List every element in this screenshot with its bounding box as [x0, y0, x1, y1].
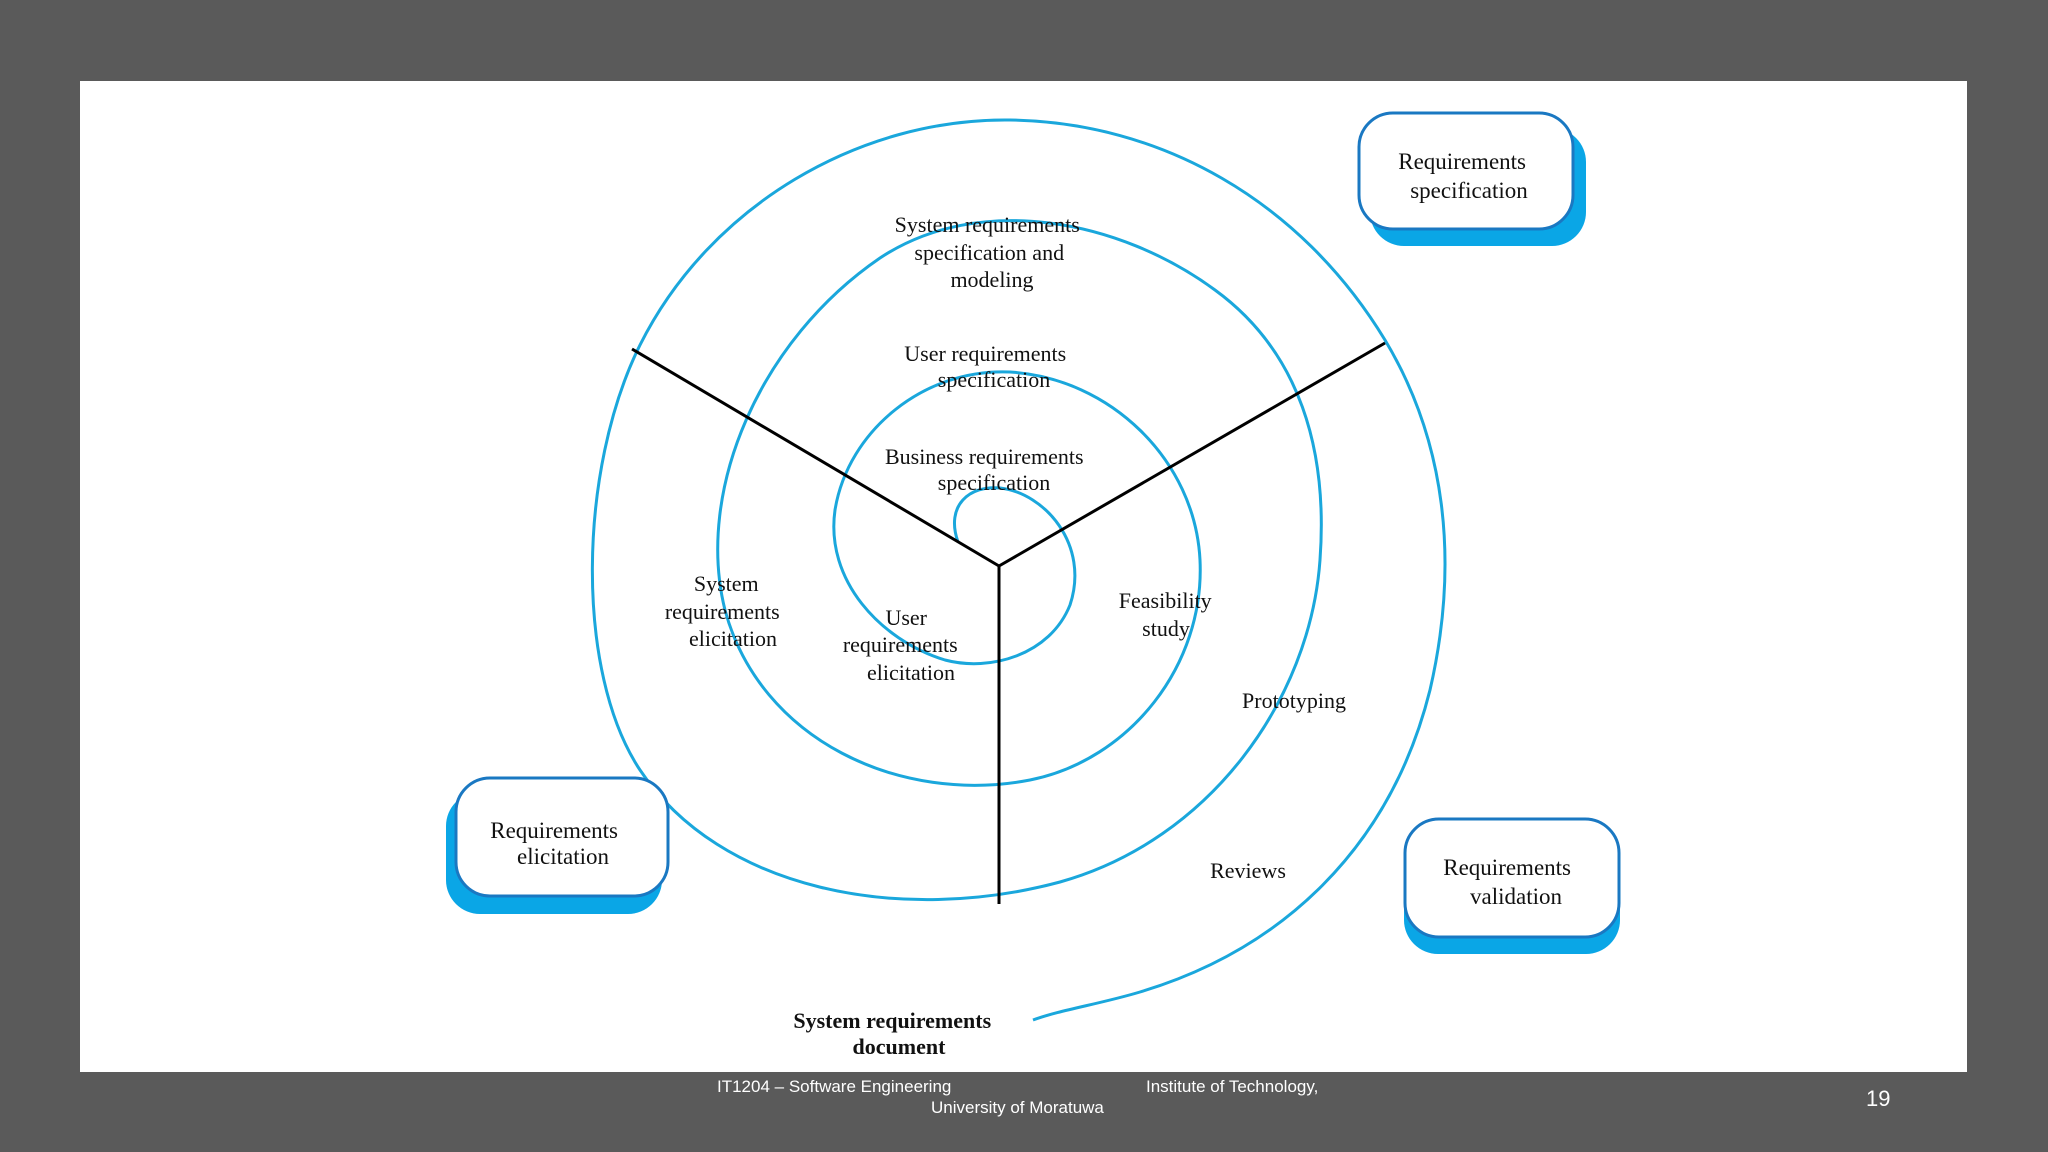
slide-canvas: [80, 81, 1967, 1072]
footer-course: IT1204 – Software Engineering: [717, 1077, 952, 1096]
label-reviews: Reviews: [1210, 858, 1286, 883]
label-biz-spec: Business requirements specification: [885, 444, 1089, 495]
box-requirements-specification: Requirements specification: [1357, 111, 1586, 246]
label-feasibility: Feasibility study: [1119, 588, 1217, 641]
svg-text:Requirements elicitation: Requirements elicitation: [490, 818, 624, 869]
label-user-spec: User requirements specification: [904, 341, 1071, 392]
label-user-elicitation: User requirements elicitation: [843, 605, 963, 685]
footer-university: University of Moratuwa: [931, 1098, 1104, 1117]
axis-left: [631, 347, 1000, 568]
label-sys-req-document: System requirements document: [793, 1008, 996, 1059]
label-sys-elicitation: System requirements elicitation: [665, 571, 785, 651]
spiral-curve: [590, 118, 1447, 1022]
footer-institute: Institute of Technology,: [1146, 1077, 1319, 1096]
page-number: 19: [1866, 1086, 1891, 1111]
label-prototyping: Prototyping: [1242, 688, 1346, 713]
box-requirements-validation: Requirements validation: [1403, 817, 1621, 954]
label-sys-spec: System requirements specification and mo…: [895, 212, 1086, 292]
box-requirements-elicitation: Requirements elicitation: [446, 776, 670, 914]
axis-right: [998, 341, 1386, 568]
svg-text:Requirements specificati: Requirements specification: [1398, 149, 1532, 203]
svg-text:Requirements validation: Requirements validation: [1443, 855, 1577, 909]
